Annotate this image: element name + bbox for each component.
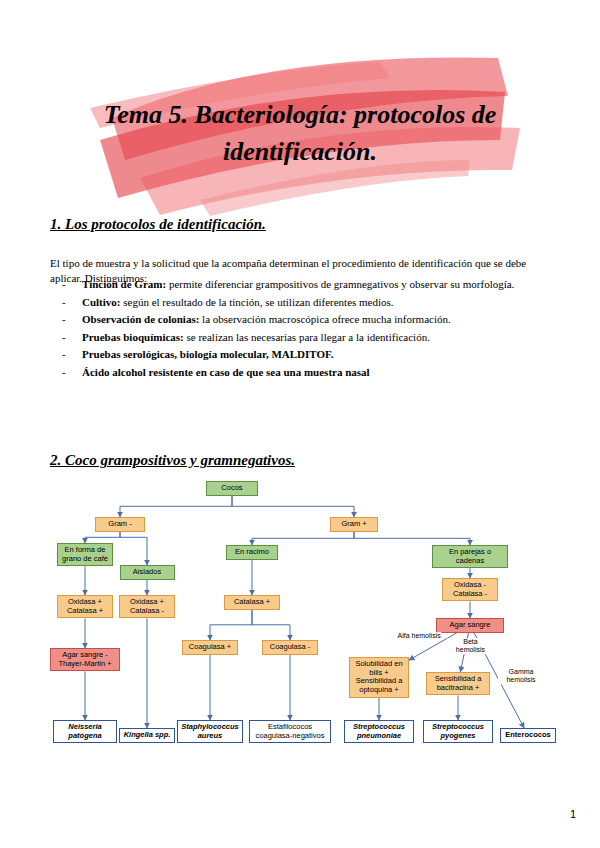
bullet-dash: - bbox=[62, 311, 66, 327]
flow-box: Gram + bbox=[330, 517, 378, 532]
bullet-text: permite diferenciar grampositivos de gra… bbox=[169, 278, 514, 290]
box-text: Streptococcus pneumoniae bbox=[348, 723, 410, 740]
flow-box: Agar sangre - Thayer-Martin + bbox=[50, 648, 120, 671]
bullet-bold: Cultivo: bbox=[82, 296, 121, 308]
bullet-item: - Observación de colonias: la observación… bbox=[62, 311, 552, 327]
flow-arrow bbox=[252, 560, 253, 595]
flow-arrow bbox=[85, 566, 86, 595]
flow-box: En racimo bbox=[226, 545, 278, 560]
bullet-dash: - bbox=[62, 276, 66, 292]
bullet-bold: Tinción de Gram: bbox=[82, 278, 166, 290]
flow-box: Neisseria patógena bbox=[53, 720, 117, 743]
flow-box: En forma de grano de café bbox=[57, 543, 113, 566]
flow-box: Oxidasa - Catalasa - bbox=[442, 578, 498, 601]
flow-box: Coagulasa + bbox=[182, 640, 238, 655]
flow-box: Kingella spp. bbox=[119, 728, 175, 743]
box-text: Catalasa + bbox=[228, 598, 276, 607]
box-text: Oxidasa + Catalasa - bbox=[123, 598, 171, 615]
page-title: Tema 5. Bacteriología: protocolos de ide… bbox=[80, 96, 520, 170]
box-text: En parejas o cadenas bbox=[436, 548, 504, 565]
flow-box: Catalasa + bbox=[224, 595, 280, 610]
flow-box: Cocos bbox=[206, 481, 258, 496]
bullet-dash: - bbox=[62, 329, 66, 345]
flow-box: Oxidasa + Catalasa - bbox=[119, 595, 175, 618]
bullet-item: - Ácido alcohol resistente en caso de que… bbox=[62, 364, 552, 380]
edge-label: Alfa hemolisis bbox=[397, 633, 442, 641]
flow-arrow bbox=[470, 568, 471, 578]
flow-box: Sensibilidad a bacitracina + bbox=[426, 672, 490, 695]
box-text: Coagulasa + bbox=[186, 643, 234, 652]
flow-box: Streptococcus pneumoniae bbox=[344, 720, 414, 743]
box-text: Aislados bbox=[124, 568, 171, 577]
box-text: En racimo bbox=[230, 548, 274, 557]
flow-arrow bbox=[85, 671, 86, 720]
flow-arrow bbox=[290, 655, 291, 720]
box-text: Estafilococos coagulasa-negativos bbox=[253, 723, 327, 740]
flow-box: Agar sangre bbox=[436, 618, 504, 633]
bullet-text: la observación macroscópica ofrece mucha… bbox=[202, 313, 451, 325]
flow-arrow bbox=[210, 610, 252, 640]
flow-box: En parejas o cadenas bbox=[432, 545, 508, 568]
bullet-item: - Pruebas serológicas, biología molecular… bbox=[62, 346, 552, 362]
bullet-item: - Pruebas bioquímicas: se realizan las ne… bbox=[62, 329, 552, 345]
bullet-dash: - bbox=[62, 346, 66, 362]
bullet-bold: Observación de colonias: bbox=[82, 313, 199, 325]
flow-arrow bbox=[470, 601, 471, 618]
box-text: Agar sangre - Thayer-Martin + bbox=[54, 651, 116, 668]
edge-label: Gamma hemolisis bbox=[498, 669, 544, 684]
flow-arrow bbox=[85, 618, 86, 648]
flow-arrow bbox=[232, 496, 354, 517]
flow-box: Aislados bbox=[120, 565, 175, 580]
flow-box: Oxidasa + Catalasa + bbox=[57, 595, 113, 618]
flow-arrow bbox=[120, 532, 147, 565]
page-number: 1 bbox=[570, 808, 576, 820]
bullet-bold: Pruebas bioquímicas: bbox=[82, 331, 184, 343]
bullet-item: - Tinción de Gram: permite diferenciar gr… bbox=[62, 276, 552, 292]
bullet-text: según el resultado de la tinción, se uti… bbox=[123, 296, 393, 308]
flow-arrow bbox=[120, 496, 232, 517]
box-text: Gram - bbox=[99, 520, 141, 529]
box-text: Gram + bbox=[334, 520, 374, 529]
section-heading: 2. Coco grampositivos y gramnegativos. bbox=[50, 452, 295, 469]
flow-box: Streptococcus pyogenes bbox=[423, 720, 493, 743]
flow-arrow bbox=[85, 532, 120, 543]
flow-box: Staphylococcus aureus bbox=[177, 720, 243, 743]
box-text: Solubilidad en bilis + Sensibilidad a op… bbox=[353, 660, 405, 695]
bullet-bold: Pruebas serológicas, biología molecular,… bbox=[82, 348, 333, 360]
bullet-text: se realizan las necesarias para llegar a… bbox=[187, 331, 430, 343]
box-text: Streptococcus pyogenes bbox=[427, 723, 489, 740]
edge-label: Beta hemolisis bbox=[447, 639, 493, 654]
flow-box: Estafilococos coagulasa-negativos bbox=[249, 720, 331, 743]
box-text: Oxidasa - Catalasa - bbox=[446, 581, 494, 598]
flow-arrow bbox=[252, 532, 354, 545]
bullet-list: - Tinción de Gram: permite diferenciar gr… bbox=[62, 276, 552, 381]
box-text: Kingella spp. bbox=[123, 731, 171, 740]
flow-arrow bbox=[379, 698, 380, 721]
flow-box: Enterococos bbox=[500, 728, 556, 743]
flow-arrow bbox=[210, 655, 211, 720]
flow-arrow bbox=[354, 532, 470, 545]
bullet-dash: - bbox=[62, 364, 66, 380]
box-text: Coagulasa - bbox=[266, 643, 314, 652]
box-text: Staphylococcus aureus bbox=[181, 723, 239, 740]
box-text: Oxidasa + Catalasa + bbox=[61, 598, 109, 615]
flow-arrow bbox=[147, 618, 148, 728]
flow-box: Solubilidad en bilis + Sensibilidad a op… bbox=[349, 657, 409, 698]
section-heading: 1. Los protocolos de identificación. bbox=[50, 216, 266, 233]
flow-arrow bbox=[252, 610, 290, 640]
flow-box: Gram - bbox=[95, 517, 145, 532]
box-text: Neisseria patógena bbox=[57, 723, 113, 740]
box-text: Enterococos bbox=[504, 731, 552, 740]
flow-box: Coagulasa - bbox=[262, 640, 318, 655]
box-text: En forma de grano de café bbox=[61, 546, 109, 563]
box-text: Cocos bbox=[210, 484, 254, 493]
bullet-item: - Cultivo: según el resultado de la tinci… bbox=[62, 294, 552, 310]
bullet-dash: - bbox=[62, 294, 66, 310]
box-text: Agar sangre bbox=[440, 621, 500, 630]
flow-arrow bbox=[147, 580, 148, 595]
bullet-bold: Ácido alcohol resistente en caso de que … bbox=[82, 366, 370, 378]
box-text: Sensibilidad a bacitracina + bbox=[430, 675, 486, 692]
flow-arrow bbox=[458, 695, 459, 720]
